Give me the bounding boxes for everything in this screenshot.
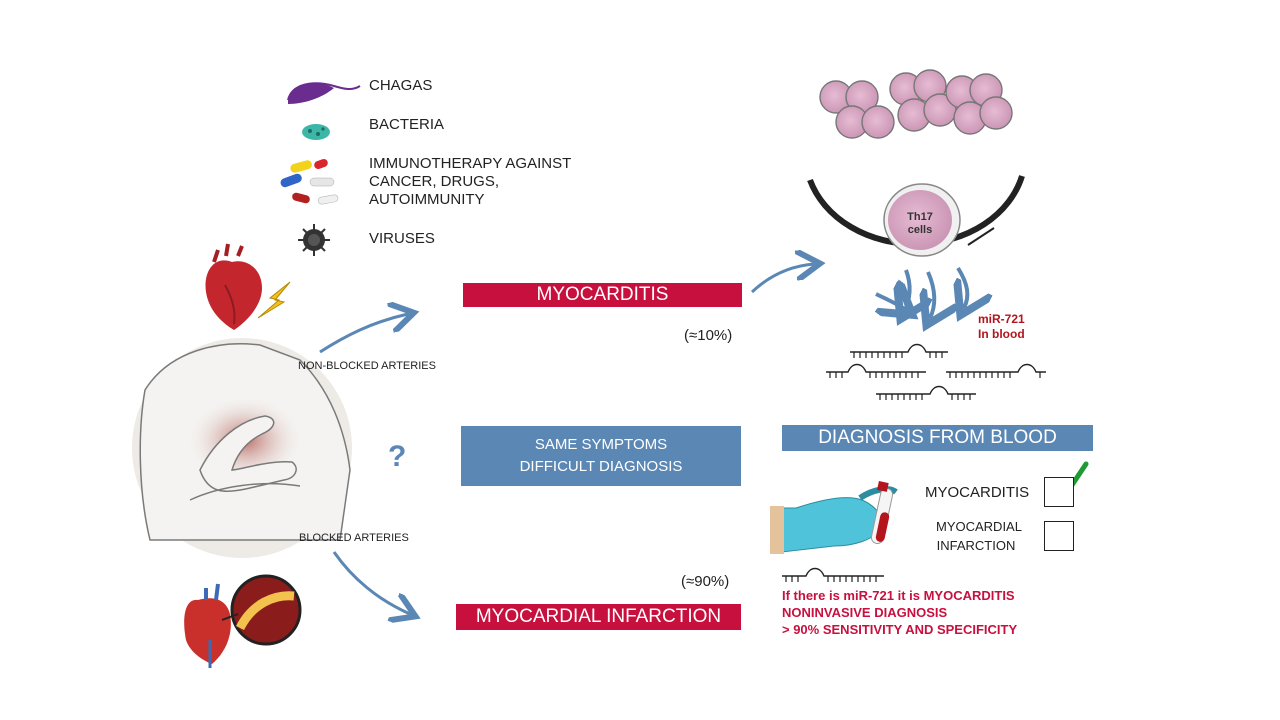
- conclusion-line-1: If there is miR-721 it is MYOCARDITIS: [782, 588, 1015, 603]
- myocarditis-banner: MYOCARDITIS: [463, 283, 742, 307]
- arrow-to-cells: [750, 264, 814, 294]
- patient-illustration: [132, 338, 352, 558]
- th17-label: Th17 cells: [892, 211, 948, 237]
- option-infarction-label: MYOCARDIAL INFARCTION: [936, 517, 1022, 555]
- conclusion-line-2: NONINVASIVE DIAGNOSIS: [782, 605, 948, 620]
- lightning-icon: [257, 281, 291, 319]
- bacteria-icon: [302, 124, 330, 140]
- blocked-heart-icon: [184, 574, 302, 668]
- infarction-percent: (≈90%): [681, 573, 730, 590]
- same-symptoms-box: SAME SYMPTOMS DIFFICULT DIAGNOSIS: [461, 426, 741, 486]
- arrow-to-myocarditis: [319, 314, 408, 354]
- mirna-label-line-1: miR-721: [978, 312, 1025, 326]
- diagnosis-banner: DIAGNOSIS FROM BLOOD: [782, 425, 1093, 451]
- symptoms-line-2: DIFFICULT DIAGNOSIS: [519, 458, 683, 475]
- option-myocarditis-label: MYOCARDITIS: [925, 484, 1030, 501]
- arrow-to-infarction: [332, 551, 410, 614]
- symptoms-line-1: SAME SYMPTOMS: [534, 436, 668, 453]
- vessel-tick: [967, 227, 995, 246]
- infarction-checkbox: [1044, 521, 1074, 551]
- option-infarction-line-1: MYOCARDIAL: [936, 519, 1022, 534]
- cause-chagas: CHAGAS: [369, 77, 433, 94]
- blood-sample-hand: [770, 481, 898, 554]
- cause-bacteria: BACTERIA: [369, 116, 445, 133]
- cause-viruses: VIRUSES: [369, 230, 435, 247]
- mirna-label: miR-721 In blood: [978, 312, 1025, 342]
- mirna-strands: [782, 343, 1046, 577]
- pills-icon: [280, 158, 339, 205]
- release-arrows: [876, 266, 967, 318]
- blocked-arteries-label: BLOCKED ARTERIES: [299, 532, 409, 544]
- question-mark: ?: [388, 440, 407, 473]
- parasite-icon: [287, 82, 361, 104]
- myocarditis-checkbox: [1044, 477, 1074, 507]
- myocarditis-percent: (≈10%): [684, 327, 733, 344]
- heart-icon: [205, 243, 262, 330]
- infarction-banner: MYOCARDIAL INFARCTION: [456, 604, 741, 630]
- mirna-ticks: [785, 352, 1041, 582]
- conclusion-line-3: > 90% SENSITIVITY AND SPECIFICITY: [782, 622, 1018, 637]
- th17-label-line-2: cells: [907, 224, 933, 236]
- th17-cell: [883, 183, 961, 257]
- cell-cluster: [819, 69, 1013, 139]
- conclusion-text: If there is miR-721 it is MYOCARDITIS NO…: [782, 587, 1017, 638]
- virus-icon: [298, 224, 330, 256]
- cause-immunotherapy: IMMUNOTHERAPY AGAINST CANCER, DRUGS, AUT…: [369, 155, 572, 208]
- th17-label-line-1: Th17: [907, 211, 933, 223]
- non-blocked-arteries-label: NON-BLOCKED ARTERIES: [298, 360, 436, 372]
- mirna-label-line-2: In blood: [978, 327, 1025, 341]
- option-infarction-line-2: INFARCTION: [936, 538, 1016, 553]
